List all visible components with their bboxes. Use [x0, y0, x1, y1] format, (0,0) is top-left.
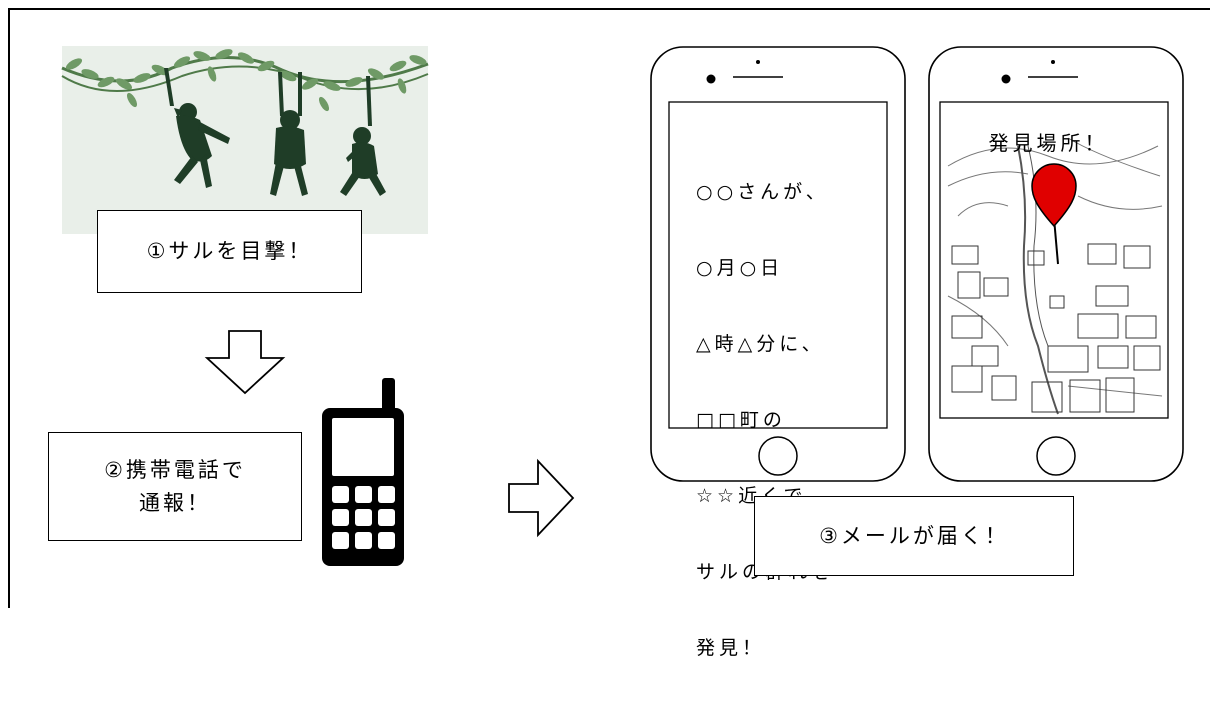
message-line: ○月○日 — [696, 257, 784, 279]
message-line: ○○さんが、 — [696, 181, 829, 203]
right-arrow-icon — [508, 458, 575, 538]
step2-label-box: ②携帯電話で 通報！ — [48, 432, 302, 541]
step1-label-box: ①サルを目撃！ — [97, 210, 362, 293]
step3-label: ③メールが届く！ — [819, 523, 1009, 548]
message-line: 発見！ — [696, 637, 766, 659]
step3-label-box: ③メールが届く！ — [754, 496, 1074, 576]
feature-phone-icon — [322, 378, 404, 566]
smartphone-message — [650, 46, 906, 482]
monkeys-illustration — [61, 46, 429, 234]
phone-message-text: ○○さんが、 ○月○日 △時△分に、 □□町の ☆☆近くで、 サルの群れを 発見… — [696, 135, 876, 705]
message-line: △時△分に、 — [696, 333, 825, 355]
diagram-frame — [8, 8, 1210, 608]
map-title: 発見場所！ — [988, 131, 1109, 155]
down-arrow-icon — [204, 330, 286, 395]
message-line: □□町の — [696, 409, 786, 431]
step2-label-line2: 通報！ — [139, 490, 211, 515]
smartphone-map — [928, 46, 1184, 482]
step2-label-line1: ②携帯電話で — [104, 457, 246, 482]
step1-label: ①サルを目撃！ — [146, 239, 313, 264]
